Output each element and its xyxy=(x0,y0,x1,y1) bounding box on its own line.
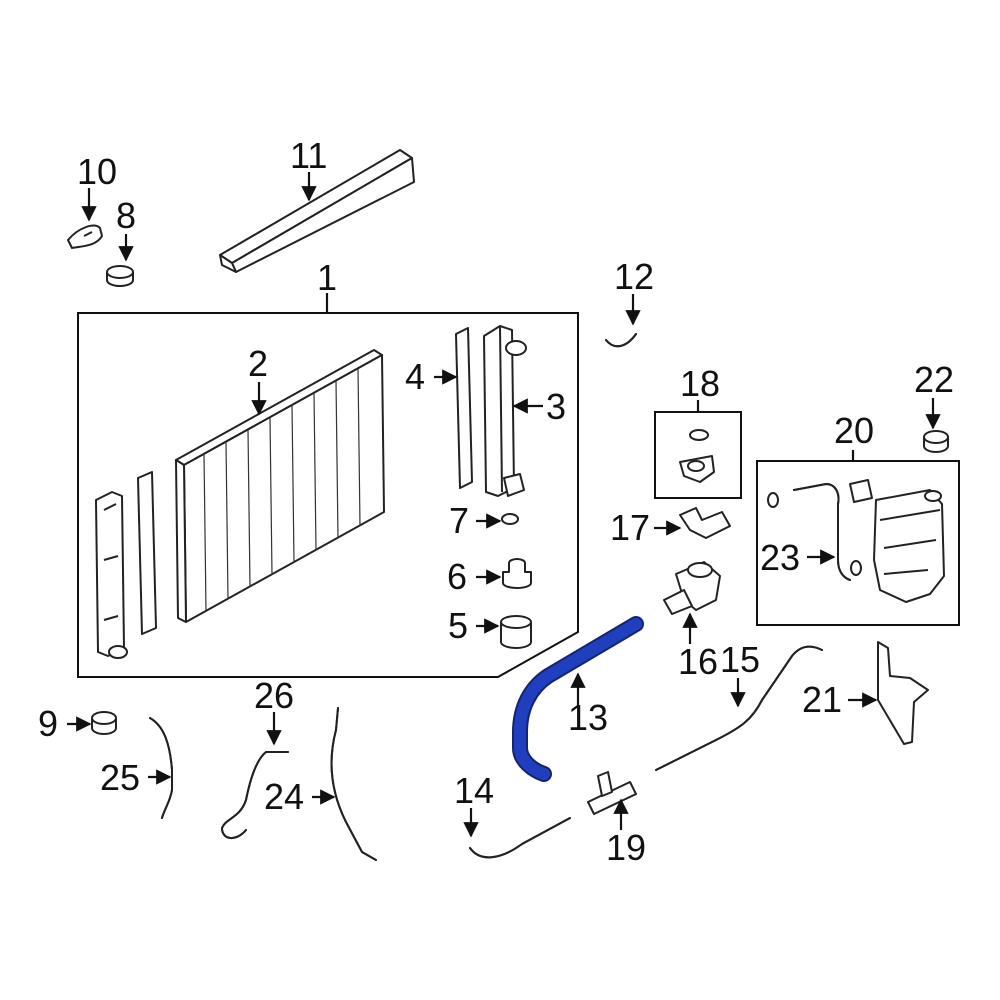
part-10-clip[interactable] xyxy=(67,224,103,249)
part-23-hose[interactable] xyxy=(793,483,851,581)
callout-16: 16 xyxy=(678,641,718,682)
part-18-box xyxy=(654,411,742,499)
part-3-right-tank[interactable] xyxy=(483,325,527,497)
part-16-outlet-housing[interactable] xyxy=(663,561,721,615)
part-13-hose-highlighted[interactable] xyxy=(514,618,642,780)
part-2-radiator-core[interactable] xyxy=(175,349,385,623)
callout-7: 7 xyxy=(449,500,469,541)
callout-2: 2 xyxy=(248,343,268,384)
part-17-bracket[interactable] xyxy=(679,507,731,539)
part-6-drain-plug[interactable] xyxy=(502,558,532,589)
callout-1: 1 xyxy=(317,257,337,298)
part-7-o-ring[interactable] xyxy=(501,513,519,525)
part-20-o-ring[interactable] xyxy=(767,492,779,508)
callout-22: 22 xyxy=(914,359,954,400)
callout-8: 8 xyxy=(116,195,136,236)
radiator-assembly-box xyxy=(77,312,579,678)
leader-arrows xyxy=(67,172,941,838)
callout-9: 9 xyxy=(38,703,58,744)
callout-17: 17 xyxy=(610,507,650,548)
left-tank[interactable] xyxy=(95,491,128,659)
callout-19: 19 xyxy=(606,827,646,868)
part-18-o-ring[interactable] xyxy=(689,429,709,441)
callout-labels: 1 2 3 4 5 6 7 8 9 10 11 12 13 14 15 16 1… xyxy=(38,135,954,868)
left-seal[interactable] xyxy=(137,471,157,635)
part-23-o-ring[interactable] xyxy=(850,560,862,576)
part-11-support-bar[interactable] xyxy=(219,149,415,273)
part-14-hose[interactable] xyxy=(469,817,571,859)
callout-11: 11 xyxy=(290,135,327,176)
callout-23: 23 xyxy=(760,537,800,578)
part-22-cap[interactable] xyxy=(923,430,949,453)
callout-14: 14 xyxy=(454,770,494,811)
callout-18: 18 xyxy=(680,363,720,404)
callout-25: 25 xyxy=(100,757,140,798)
callout-26: 26 xyxy=(254,675,294,716)
part-4-seal[interactable] xyxy=(455,327,473,489)
callout-10: 10 xyxy=(77,151,117,192)
callout-13: 13 xyxy=(568,697,608,738)
part-21-deflector[interactable] xyxy=(877,641,929,745)
callout-15: 15 xyxy=(720,639,760,680)
part-20-box xyxy=(756,460,960,626)
callout-24: 24 xyxy=(264,776,304,817)
callout-4: 4 xyxy=(405,356,425,397)
callout-20: 20 xyxy=(834,410,874,451)
part-18-mount[interactable] xyxy=(679,455,715,483)
callout-5: 5 xyxy=(448,605,468,646)
callout-21: 21 xyxy=(802,679,842,720)
part-8-cap[interactable] xyxy=(106,265,134,287)
part-19-tee[interactable] xyxy=(587,771,637,815)
callout-3: 3 xyxy=(546,386,566,427)
callout-6: 6 xyxy=(447,556,467,597)
part-5-cap[interactable] xyxy=(500,615,532,649)
callout-12: 12 xyxy=(614,256,654,297)
part-9-cap[interactable] xyxy=(91,711,117,735)
part-20-reservoir[interactable] xyxy=(849,479,945,603)
